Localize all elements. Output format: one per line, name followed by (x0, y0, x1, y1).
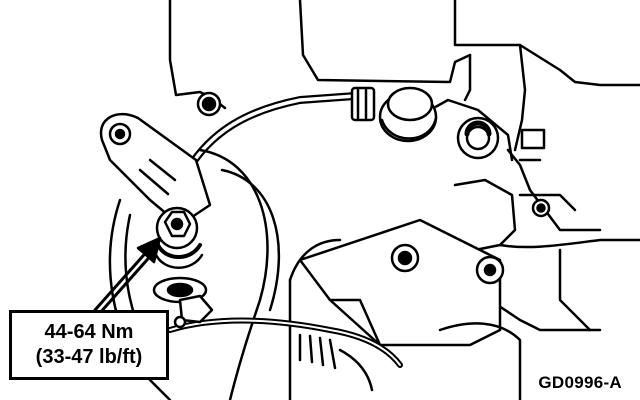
pulley-housing (108, 148, 281, 400)
bracket-arm (99, 112, 212, 227)
right-housing (453, 178, 640, 332)
leader-arrow (93, 236, 162, 316)
mounting-boss-upper (196, 91, 222, 117)
lower-bracket-plate (288, 218, 522, 400)
lower-clip (173, 294, 214, 329)
torque-imperial-label: (33-47 lb/ft) (35, 346, 143, 368)
engine-block-outline (168, 0, 640, 162)
torque-spec-callout: 44-64 Nm (33-47 lb/ft) (9, 310, 169, 380)
line-fitting-right (506, 128, 602, 232)
mounting-bolt (152, 206, 208, 304)
wiring-harness (167, 317, 403, 392)
torque-metric-label: 44-64 Nm (44, 321, 134, 343)
ring-fitting (456, 116, 500, 160)
figure-id-label: GD0996-A (538, 373, 622, 392)
sensor-cap (378, 86, 438, 143)
